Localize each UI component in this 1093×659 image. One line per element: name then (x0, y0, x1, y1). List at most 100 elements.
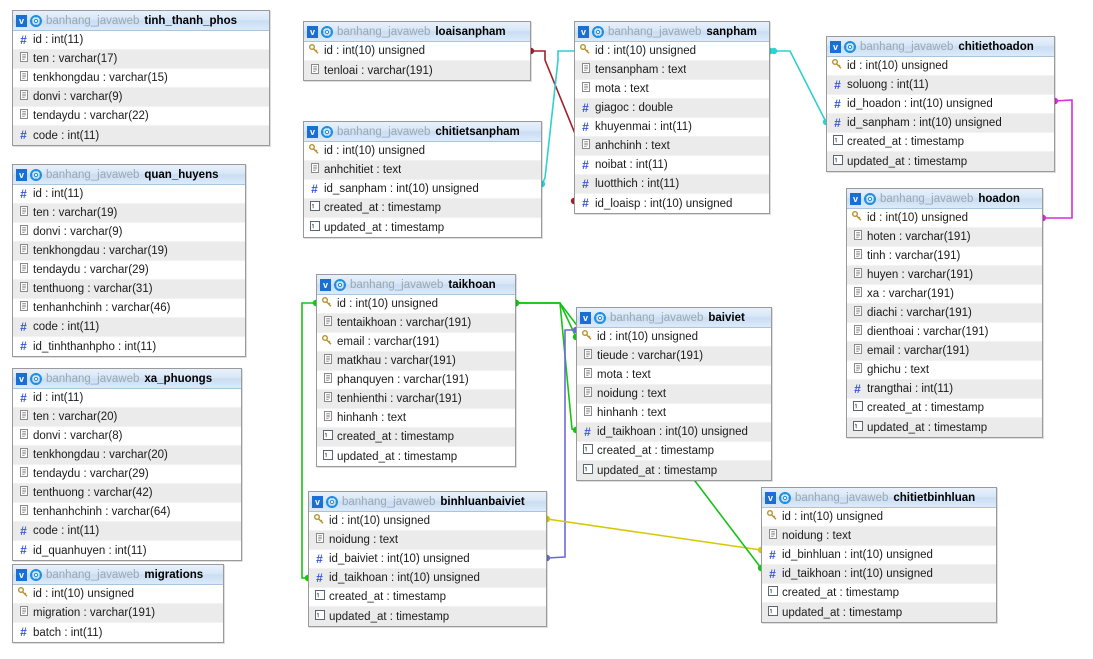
table-column-row[interactable]: #id : int(11) (13, 389, 241, 408)
table-column-row[interactable]: updated_at : timestamp (827, 152, 1054, 171)
table-column-row[interactable]: id : int(10) unsigned (762, 508, 996, 527)
v-badge-icon[interactable]: v (16, 14, 27, 27)
table-column-row[interactable]: #id_loaisp : int(10) unsigned (575, 194, 769, 213)
table-column-row[interactable]: tenhienthi : varchar(191) (317, 390, 515, 409)
table-column-row[interactable]: #id : int(11) (13, 31, 269, 50)
table-column-row[interactable]: ghichu : text (847, 361, 1042, 380)
table-column-row[interactable]: mota : text (575, 80, 769, 99)
table-column-row[interactable]: id : int(10) unsigned (304, 142, 541, 161)
table-column-row[interactable]: #code : int(11) (13, 522, 241, 541)
table-column-row[interactable]: tenkhongdau : varchar(19) (13, 242, 245, 261)
table-column-row[interactable]: id : int(10) unsigned (827, 57, 1054, 76)
table-column-row[interactable]: updated_at : timestamp (309, 607, 546, 626)
table-column-row[interactable]: #id_sanpham : int(10) unsigned (304, 180, 541, 199)
table-column-row[interactable]: tinh : varchar(191) (847, 247, 1042, 266)
table-column-row[interactable]: phanquyen : varchar(191) (317, 371, 515, 390)
table-column-row[interactable]: created_at : timestamp (827, 133, 1054, 152)
v-badge-icon[interactable]: v (850, 192, 861, 205)
table-column-row[interactable]: tentaikhoan : varchar(191) (317, 314, 515, 333)
v-badge-icon[interactable]: v (16, 568, 27, 581)
table-column-row[interactable]: tendaydu : varchar(29) (13, 465, 241, 484)
table-column-row[interactable]: updated_at : timestamp (577, 461, 771, 480)
v-badge-icon[interactable]: v (16, 372, 27, 385)
table-column-row[interactable]: #id_taikhoan : int(10) unsigned (309, 569, 546, 588)
table-column-row[interactable]: id : int(10) unsigned (13, 585, 223, 604)
table-column-row[interactable]: tenthuong : varchar(42) (13, 484, 241, 503)
table-column-row[interactable]: created_at : timestamp (317, 428, 515, 447)
v-badge-icon[interactable]: v (320, 278, 331, 291)
table-column-row[interactable]: #trangthai : int(11) (847, 380, 1042, 399)
table-column-row[interactable]: hoten : varchar(191) (847, 228, 1042, 247)
v-badge-icon[interactable]: v (312, 495, 323, 508)
table-column-row[interactable]: #noibat : int(11) (575, 156, 769, 175)
table-column-row[interactable]: hinhanh : text (317, 409, 515, 428)
table-column-row[interactable]: created_at : timestamp (762, 584, 996, 603)
table-column-row[interactable]: updated_at : timestamp (317, 447, 515, 466)
table-column-row[interactable]: anhchitiet : text (304, 161, 541, 180)
table-column-row[interactable]: tendaydu : varchar(22) (13, 107, 269, 126)
table-column-row[interactable]: #id_taikhoan : int(10) unsigned (577, 423, 771, 442)
table-column-row[interactable]: #batch : int(11) (13, 623, 223, 642)
v-badge-icon[interactable]: v (16, 168, 27, 181)
table-column-row[interactable]: tensanpham : text (575, 61, 769, 80)
table-column-row[interactable]: #id_binhluan : int(10) unsigned (762, 546, 996, 565)
table-column-row[interactable]: #code : int(11) (13, 318, 245, 337)
table-column-row[interactable]: #id_sanpham : int(10) unsigned (827, 114, 1054, 133)
table-column-row[interactable]: diachi : varchar(191) (847, 304, 1042, 323)
table-column-row[interactable]: id : int(10) unsigned (575, 42, 769, 61)
v-badge-icon[interactable]: v (578, 25, 589, 38)
table-column-row[interactable]: xa : varchar(191) (847, 285, 1042, 304)
table-column-row[interactable]: #khuyenmai : int(11) (575, 118, 769, 137)
table-column-row[interactable]: id : int(10) unsigned (317, 295, 515, 314)
table-column-row[interactable]: created_at : timestamp (577, 442, 771, 461)
table-column-row[interactable]: id : int(10) unsigned (577, 328, 771, 347)
table-column-row[interactable]: tenthuong : varchar(31) (13, 280, 245, 299)
table-column-row[interactable]: anhchinh : text (575, 137, 769, 156)
table-column-row[interactable]: #id_hoadon : int(10) unsigned (827, 95, 1054, 114)
table-column-row[interactable]: mota : text (577, 366, 771, 385)
v-badge-icon[interactable]: v (307, 25, 318, 38)
table-column-row[interactable]: huyen : varchar(191) (847, 266, 1042, 285)
table-column-row[interactable]: #id_quanhuyen : int(11) (13, 541, 241, 560)
table-column-row[interactable]: id : int(10) unsigned (847, 209, 1042, 228)
table-column-row[interactable]: donvi : varchar(8) (13, 427, 241, 446)
table-column-row[interactable]: #id : int(11) (13, 185, 245, 204)
table-column-row[interactable]: noidung : text (309, 531, 546, 550)
table-column-row[interactable]: tenkhongdau : varchar(20) (13, 446, 241, 465)
table-column-row[interactable]: email : varchar(191) (847, 342, 1042, 361)
table-column-row[interactable]: updated_at : timestamp (762, 603, 996, 622)
v-badge-icon[interactable]: v (830, 40, 841, 53)
table-column-row[interactable]: tenloai : varchar(191) (304, 61, 530, 80)
table-column-row[interactable]: email : varchar(191) (317, 333, 515, 352)
v-badge-icon[interactable]: v (307, 125, 318, 138)
table-column-row[interactable]: hinhanh : text (577, 404, 771, 423)
table-column-row[interactable]: updated_at : timestamp (304, 218, 541, 237)
table-column-row[interactable]: id : int(10) unsigned (304, 42, 530, 61)
table-column-row[interactable]: dienthoai : varchar(191) (847, 323, 1042, 342)
table-column-row[interactable]: #id_tinhthanhpho : int(11) (13, 337, 245, 356)
table-column-row[interactable]: #id_taikhoan : int(10) unsigned (762, 565, 996, 584)
table-column-row[interactable]: donvi : varchar(9) (13, 88, 269, 107)
table-column-row[interactable]: created_at : timestamp (304, 199, 541, 218)
table-column-row[interactable]: #id_baiviet : int(10) unsigned (309, 550, 546, 569)
table-column-row[interactable]: created_at : timestamp (309, 588, 546, 607)
table-column-row[interactable]: tenhanhchinh : varchar(64) (13, 503, 241, 522)
